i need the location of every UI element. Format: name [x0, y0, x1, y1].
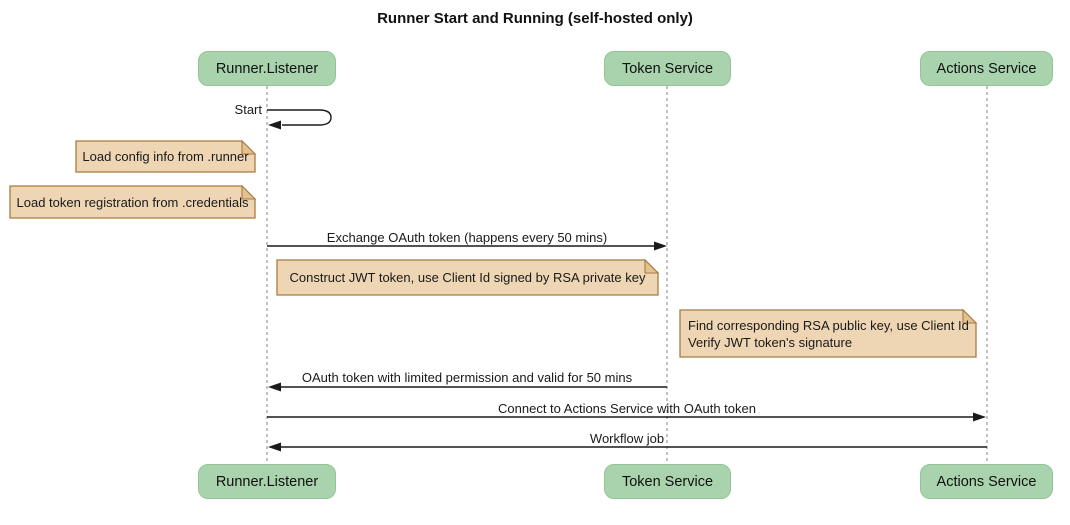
actor-runner-listener-bottom: Runner.Listener [198, 464, 336, 499]
message-label-workflow-job: Workflow job [589, 431, 665, 446]
note-text-jwt: Construct JWT token, use Client Id signe… [289, 270, 646, 285]
actor-token-service-bottom: Token Service [604, 464, 731, 499]
message-label-oauth-return: OAuth token with limited permission and … [301, 370, 633, 385]
actor-actions-service-bottom: Actions Service [920, 464, 1053, 499]
actor-label: Actions Service [936, 473, 1037, 490]
diagram-title: Runner Start and Running (self-hosted on… [377, 10, 693, 27]
actor-runner-listener-top: Runner.Listener [198, 51, 336, 86]
message-label-exchange-oauth: Exchange OAuth token (happens every 50 m… [326, 230, 608, 245]
message-label-start: Start [234, 102, 262, 117]
note-text-config: Load config info from .runner [82, 149, 249, 164]
note-fold-verify [962, 308, 978, 324]
arrowhead-connect [973, 412, 986, 422]
actor-label: Actions Service [936, 60, 1037, 77]
note-fold-config [241, 139, 257, 155]
actor-label: Runner.Listener [215, 60, 319, 77]
note-fold-jwt [644, 258, 660, 274]
actor-label: Token Service [621, 60, 714, 77]
actor-label: Runner.Listener [215, 473, 319, 490]
actor-token-service-top: Token Service [604, 51, 731, 86]
note-text-credentials: Load token registration from .credential… [16, 194, 249, 210]
arrowhead-oauth-return [268, 382, 281, 392]
self-message-arrowhead [268, 120, 281, 130]
note-shape-credentials [9, 185, 256, 219]
note-fold-credentials [241, 184, 257, 200]
arrowhead-exchange-oauth [654, 241, 667, 251]
note-shape-verify [679, 309, 977, 358]
self-message-loop [267, 109, 332, 126]
note-shape-config [75, 140, 256, 173]
actor-actions-service-top: Actions Service [920, 51, 1053, 86]
actor-label: Token Service [621, 473, 714, 490]
note-shape-jwt [276, 259, 659, 296]
message-label-connect: Connect to Actions Service with OAuth to… [498, 401, 756, 416]
note-text-verify: Find corresponding RSA public key, use C… [688, 317, 969, 350]
arrowhead-workflow-job [268, 442, 281, 452]
